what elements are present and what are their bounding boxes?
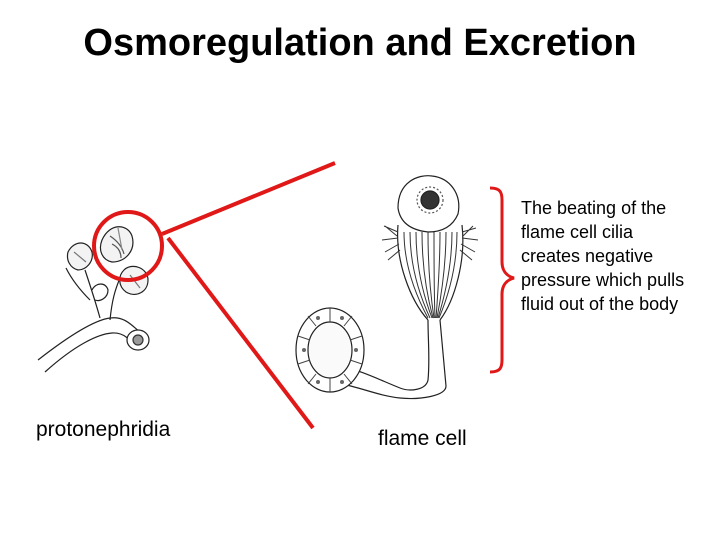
flame-cell-drawing	[295, 175, 479, 400]
flame-cell-label: flame cell	[378, 427, 467, 450]
zoom-line-top	[161, 161, 336, 236]
description-text: The beating of the flame cell cilia crea…	[521, 198, 685, 314]
bracket	[489, 186, 515, 374]
protonephridia-label: protonephridia	[36, 418, 171, 441]
protonephridia-drawing	[37, 226, 150, 373]
highlight-circle	[92, 210, 164, 282]
zoom-line-bottom	[166, 236, 315, 430]
slide-title: Osmoregulation and Excretion	[83, 22, 637, 64]
